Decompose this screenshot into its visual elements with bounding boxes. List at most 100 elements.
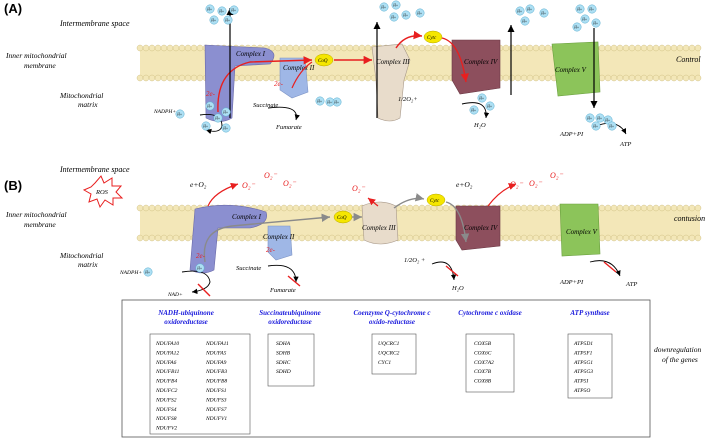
complex-3-a	[371, 43, 411, 122]
membrane-a-head-bottom	[334, 74, 342, 82]
succinate-b: Succinate	[236, 265, 261, 272]
membrane-b-head-top	[316, 204, 324, 212]
membrane-b-head-bottom	[352, 234, 360, 242]
matrix-label-b-1: Mitochondrial	[59, 251, 103, 260]
inner-membrane-label-b-1: Inner mitochondrial	[5, 210, 67, 219]
gene-group-title-4-0: ATP synthase	[569, 309, 609, 317]
membrane-a-head-top	[352, 44, 360, 52]
proton-a-11	[525, 4, 535, 14]
nadh-arrow-a	[199, 114, 223, 135]
gene-box-1	[267, 333, 315, 387]
membrane-a-head-bottom	[628, 74, 636, 82]
membrane-b-head-top	[694, 204, 702, 212]
membrane-b-head-bottom	[448, 234, 456, 242]
membrane-b-head-top	[418, 204, 426, 212]
membrane-b-head-bottom	[652, 234, 660, 242]
proton-a-30	[469, 105, 479, 115]
gene-NDUFB3: NDUFB3	[205, 369, 227, 375]
membrane-a-head-top	[322, 44, 330, 52]
membrane-b-head-top	[604, 204, 612, 212]
proton-a-23	[201, 121, 211, 131]
adp-b: ADP+PI	[559, 279, 584, 286]
membrane-b-head-bottom	[634, 234, 642, 242]
gene-box-4	[567, 333, 613, 399]
gene-group-title-2-1: oxido-reductase	[369, 318, 415, 326]
proton-a-5-label: H+	[380, 6, 387, 10]
proton-a-18-label: H+	[573, 26, 580, 30]
membrane-b-head-top	[286, 204, 294, 212]
adp-a: ADP+PI	[559, 131, 584, 138]
membrane-b-head-top	[646, 204, 654, 212]
gene-box-2	[371, 333, 417, 375]
proton-a-22	[221, 107, 231, 117]
gene-NDUFB4: NDUFB4	[155, 378, 177, 385]
complex-4-b-label: Complex IV	[464, 224, 498, 232]
inhibit-atp	[603, 261, 617, 273]
membrane-b-head-top	[688, 204, 696, 212]
membrane-a-head-top	[520, 44, 528, 52]
membrane-b-head-top	[544, 204, 552, 212]
gene-UQCRC1: UQCRC1	[378, 341, 400, 347]
membrane-b-head-bottom	[532, 234, 540, 242]
membrane-a-head-top	[598, 44, 606, 52]
membrane-b-head-top	[304, 204, 312, 212]
membrane-b-head-bottom	[604, 234, 612, 242]
membrane-b-head-bottom	[442, 234, 450, 242]
membrane-a-head-bottom	[670, 74, 678, 82]
membrane-b-head-bottom	[628, 234, 636, 242]
succinate-arrow-b	[267, 264, 299, 283]
membrane-a-head-top	[406, 44, 414, 52]
proton-a-35-label: H+	[608, 125, 615, 129]
membrane-b-head-top	[520, 204, 528, 212]
coq-b-label: CoQ	[337, 216, 347, 221]
gene-box-3	[465, 333, 515, 393]
membrane-a-head-top	[430, 44, 438, 52]
membrane-a-head-bottom	[160, 74, 168, 82]
membrane-a-head-bottom	[412, 74, 420, 82]
membrane-a-head-top	[544, 44, 552, 52]
membrane-b-head-bottom	[658, 234, 666, 242]
proton-a-2-label: H+	[230, 9, 237, 13]
proton-b-0	[143, 267, 153, 277]
membrane-b-head-top	[328, 204, 336, 212]
membrane-b-head-top	[280, 204, 288, 212]
proton-a-30-label: H+	[470, 109, 477, 113]
gene-NDUFA10: NDUFA10	[155, 341, 179, 347]
gene-NDUFS7: NDUFS7	[205, 407, 227, 413]
proton-a-29	[485, 101, 495, 111]
gene-group-title-2-0: Coenzyme Q-cytochrome c	[354, 309, 431, 317]
h2o-b: H₂O	[451, 285, 464, 292]
fumarate-a: Fumarate	[275, 124, 302, 131]
membrane-a-head-bottom	[340, 74, 348, 82]
two-e-b-2: 2e-	[266, 246, 276, 254]
eo2-b-2: e+O₂	[456, 180, 473, 189]
ros-leak-arrow-2	[367, 197, 379, 207]
membrane-b-head-top	[682, 204, 690, 212]
membrane-a-head-bottom	[514, 74, 522, 82]
membrane-a-head-top	[166, 44, 174, 52]
membrane-a-head-bottom	[352, 74, 360, 82]
gene-NDUFC2: NDUFC2	[155, 388, 178, 394]
membrane-b-head-bottom	[322, 234, 330, 242]
succinate-arrow-a	[267, 106, 300, 121]
complex-3-a-label: Complex III	[376, 58, 410, 66]
gene-COX7A2: COX7A2	[474, 360, 494, 366]
gene-NDUFA11: NDUFA11	[205, 341, 229, 347]
atp-arrow-b	[589, 260, 621, 277]
gene-NDUFS1: NDUFS1	[205, 388, 227, 394]
gene-UQCRC2: UQCRC2	[378, 350, 400, 356]
membrane-b-head-bottom	[334, 234, 342, 242]
o2minus-b-4: O₂⁻	[352, 184, 366, 193]
membrane-a-head-bottom	[598, 74, 606, 82]
membrane-b-head-top	[154, 204, 162, 212]
nad-b: NAD+	[167, 292, 183, 298]
membrane-b-head-top	[502, 204, 510, 212]
membrane-a-head-bottom	[664, 74, 672, 82]
complex-5-b-label: Complex V	[566, 228, 598, 236]
membrane-b-head-top	[274, 204, 282, 212]
membrane-b-head-top	[622, 204, 630, 212]
complex-1-b-label: Complex I	[232, 213, 262, 221]
membrane-a-head-bottom	[436, 74, 444, 82]
